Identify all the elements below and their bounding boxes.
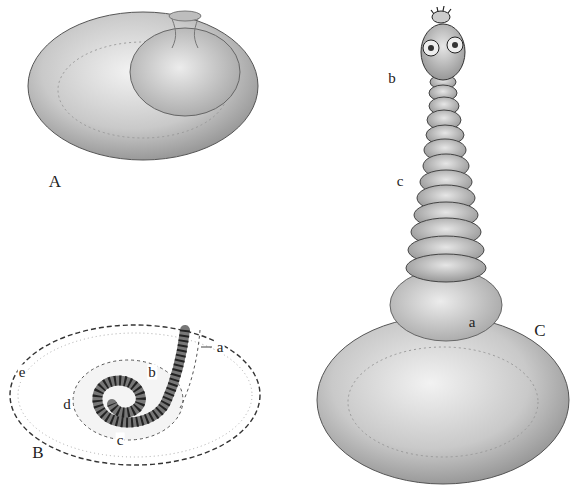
figure-b — [10, 325, 260, 465]
figure-letter: A — [48, 173, 62, 190]
figure-c — [317, 6, 569, 484]
figure-letter: C — [533, 322, 546, 339]
part-letter: d — [62, 397, 72, 412]
part-letter: e — [18, 365, 27, 380]
figure-letter: B — [31, 444, 44, 461]
part-letter: a — [468, 315, 477, 330]
part-letter: c — [396, 174, 405, 189]
part-letter: b — [147, 365, 157, 380]
part-letter: c — [116, 433, 125, 448]
part-letter: a — [216, 340, 225, 355]
figure-a — [28, 11, 258, 160]
part-letter: b — [387, 71, 397, 86]
